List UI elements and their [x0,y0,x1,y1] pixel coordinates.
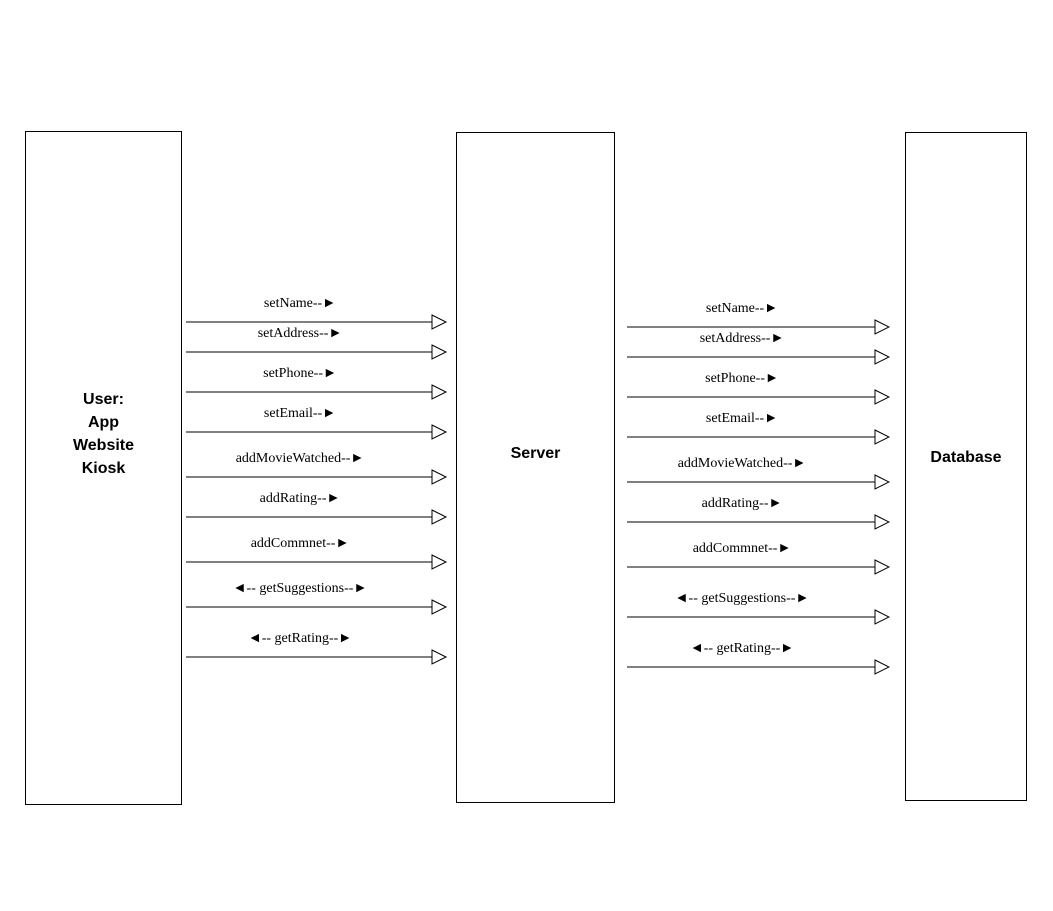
message-label: addMovieWatched--► [236,451,365,466]
message-arrow: setEmail--► [627,411,891,445]
open-arrowhead-icon [431,509,448,525]
message-arrow: setName--► [627,301,891,335]
open-arrowhead-icon [874,559,891,575]
message-arrow: addMovieWatched--► [186,451,448,485]
message-arrow: setEmail--► [186,406,448,440]
open-arrowhead-icon [874,319,891,335]
message-arrow: ◄-- getSuggestions--► [186,581,448,615]
server-label-line: Server [510,445,561,462]
open-arrowhead-icon [431,344,448,360]
database-label-line: Database [930,449,1002,466]
message-label: ◄-- getSuggestions--► [233,581,368,596]
user-label-line: App [87,414,120,431]
user-label-line: Kiosk [81,460,126,477]
open-arrowhead-icon [874,474,891,490]
message-arrow: addMovieWatched--► [627,456,891,490]
message-label: addRating--► [260,491,341,506]
message-label: setName--► [264,296,336,311]
message-arrow: setAddress--► [627,331,891,365]
message-arrow: addRating--► [186,491,448,525]
open-arrowhead-icon [874,349,891,365]
open-arrowhead-icon [874,429,891,445]
message-arrow: ◄-- getSuggestions--► [627,591,891,625]
message-arrow: addCommnet--► [186,536,448,570]
open-arrowhead-icon [431,314,448,330]
open-arrowhead-icon [874,389,891,405]
message-label: setEmail--► [264,406,336,421]
server-participant-box: Server [456,132,615,803]
database-participant-box: Database [905,132,1027,801]
open-arrowhead-icon [431,649,448,665]
message-label: setPhone--► [705,371,779,386]
user-participant-box: User: App Website Kiosk [25,131,182,805]
open-arrowhead-icon [874,659,891,675]
open-arrowhead-icon [431,384,448,400]
server-participant-label: Server [511,442,561,465]
message-label: setName--► [706,301,778,316]
message-arrow: addCommnet--► [627,541,891,575]
open-arrowhead-icon [874,609,891,625]
user-participant-label: User: App Website Kiosk [73,388,134,480]
message-arrow: ◄-- getRating--► [186,631,448,665]
message-arrow: setName--► [186,296,448,330]
message-label: ◄-- getRating--► [248,631,352,646]
message-label: ◄-- getRating--► [690,641,794,656]
user-label-line: Website [72,437,135,454]
open-arrowhead-icon [431,599,448,615]
message-label: setEmail--► [706,411,778,426]
open-arrowhead-icon [431,554,448,570]
message-label: addCommnet--► [693,541,792,556]
message-label: setPhone--► [263,366,337,381]
message-arrow: setPhone--► [186,366,448,400]
message-label: addCommnet--► [251,536,350,551]
message-label: setAddress--► [700,331,785,346]
open-arrowhead-icon [431,424,448,440]
open-arrowhead-icon [431,469,448,485]
user-label-line: User: [83,391,124,408]
database-participant-label: Database [930,446,1001,469]
message-label: addRating--► [702,496,783,511]
message-arrow: ◄-- getRating--► [627,641,891,675]
message-arrow: setPhone--► [627,371,891,405]
message-label: ◄-- getSuggestions--► [675,591,810,606]
message-arrow: addRating--► [627,496,891,530]
message-label: setAddress--► [258,326,343,341]
message-arrow: setAddress--► [186,326,448,360]
open-arrowhead-icon [874,514,891,530]
message-label: addMovieWatched--► [678,456,807,471]
